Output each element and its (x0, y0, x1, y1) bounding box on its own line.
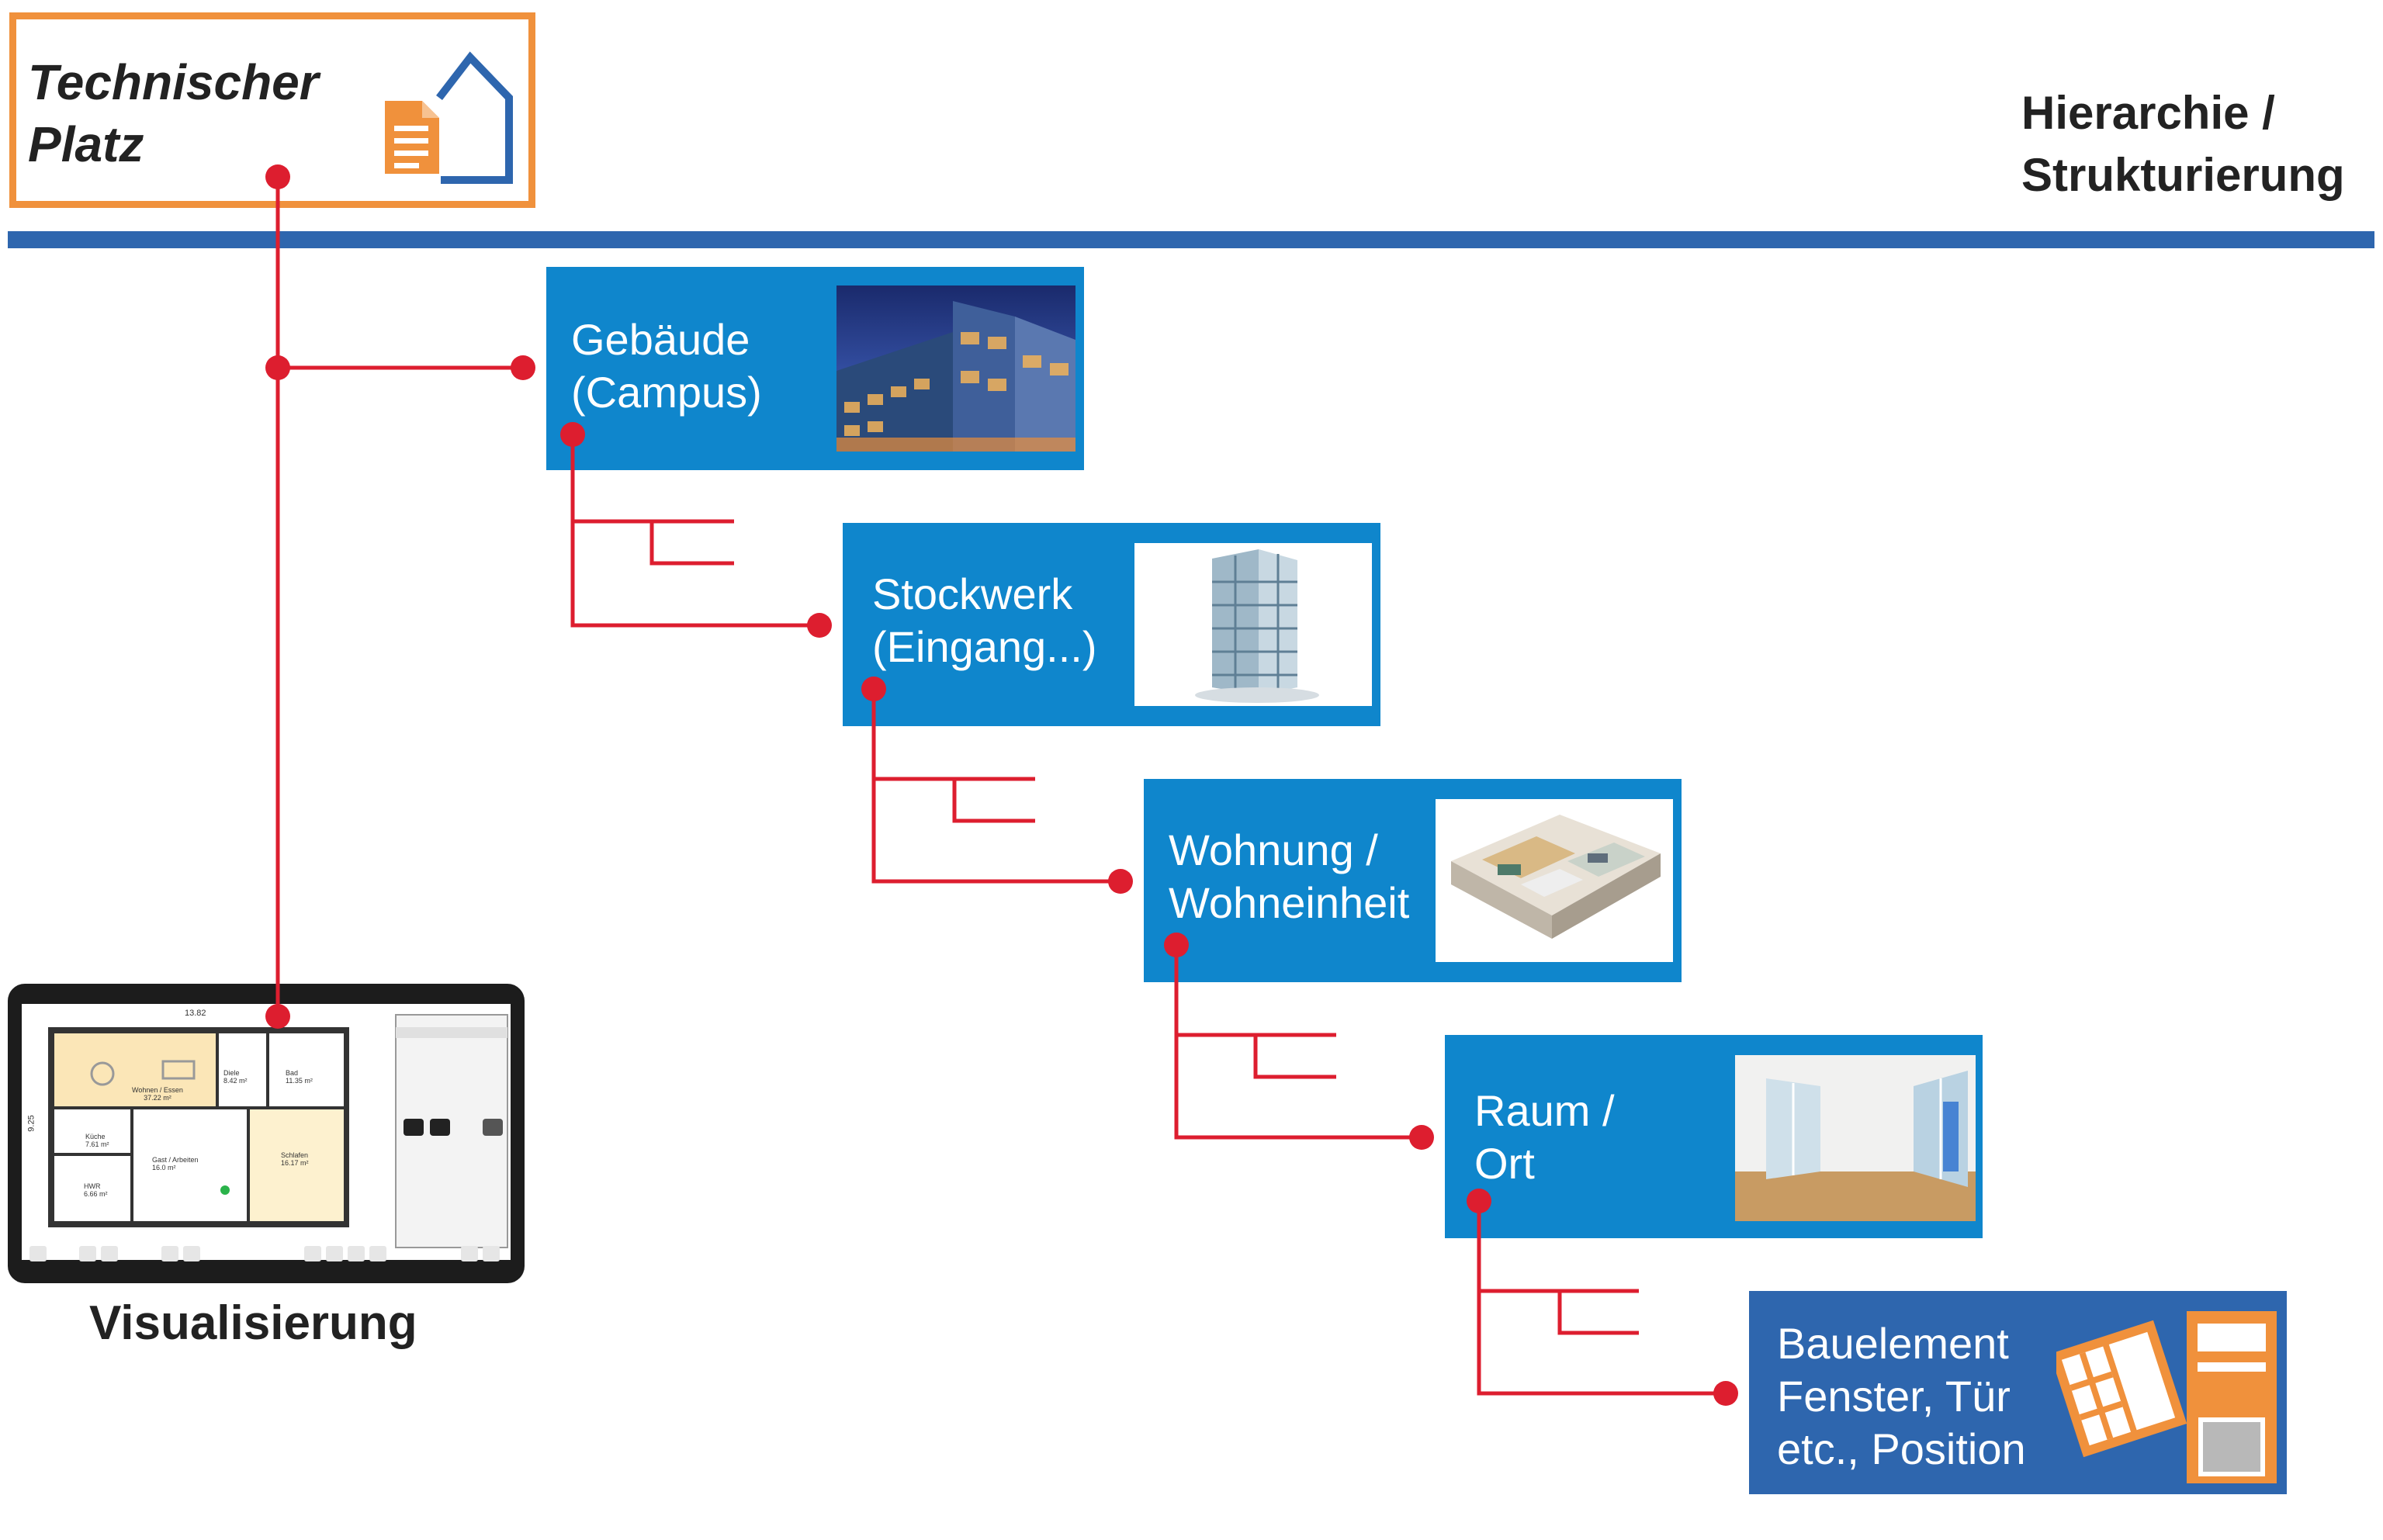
level-raum-line1: Raum / (1474, 1086, 1615, 1135)
separator-bar (8, 231, 2374, 248)
level-bauelement-line3: etc., Position (1777, 1424, 2026, 1473)
level-bauelement-label: Bauelement Fenster, Tür etc., Position (1777, 1317, 2026, 1476)
technischer-platz-title: Technischer Platz (28, 51, 319, 175)
heading-line2: Strukturierung (2021, 149, 2345, 201)
apartment-illustration (1436, 799, 1673, 962)
visualisierung-label: Visualisierung (89, 1296, 417, 1350)
root-title-line1: Technischer (28, 54, 319, 110)
building-illustration (836, 286, 1075, 452)
level-raum-label: Raum / Ort (1474, 1085, 1615, 1190)
hierarchie-heading: Hierarchie / Strukturierung (2021, 82, 2345, 206)
house-document-icon (385, 51, 513, 184)
heading-line1: Hierarchie / (2021, 87, 2275, 139)
modern-building-night-photo (836, 286, 1075, 452)
level-gebaeude-label: Gebäude (Campus) (571, 313, 762, 419)
level-bauelement-line2: Fenster, Tür (1777, 1372, 2011, 1421)
level-gebaeude-line1: Gebäude (571, 315, 750, 364)
floorplan-dimension-top: 13.82 (185, 1009, 206, 1018)
glass-tower-3d-photo (1134, 543, 1372, 706)
level-stockwerk-line2: (Eingang...) (872, 622, 1097, 671)
level-stockwerk-line1: Stockwerk (872, 569, 1073, 618)
tablet-visualization (8, 984, 525, 1283)
level-stockwerk-label: Stockwerk (Eingang...) (872, 568, 1097, 673)
floorplan-dimension-side: 9.25 (26, 1115, 36, 1132)
level-bauelement-line1: Bauelement (1777, 1319, 2009, 1368)
room-illustration (1735, 1055, 1976, 1221)
window-door-icon (2056, 1311, 2277, 1483)
level-wohnung-label: Wohnung / Wohneinheit (1169, 824, 1409, 929)
tower-illustration (1134, 543, 1372, 706)
level-wohnung-line1: Wohnung / (1169, 825, 1378, 874)
level-wohnung-line2: Wohneinheit (1169, 878, 1410, 927)
level-raum-line2: Ort (1474, 1139, 1535, 1188)
level-gebaeude-line2: (Campus) (571, 368, 762, 417)
apartment-floorplan-3d-photo (1436, 799, 1673, 962)
empty-room-photo (1735, 1055, 1976, 1221)
root-title-line2: Platz (28, 116, 144, 172)
